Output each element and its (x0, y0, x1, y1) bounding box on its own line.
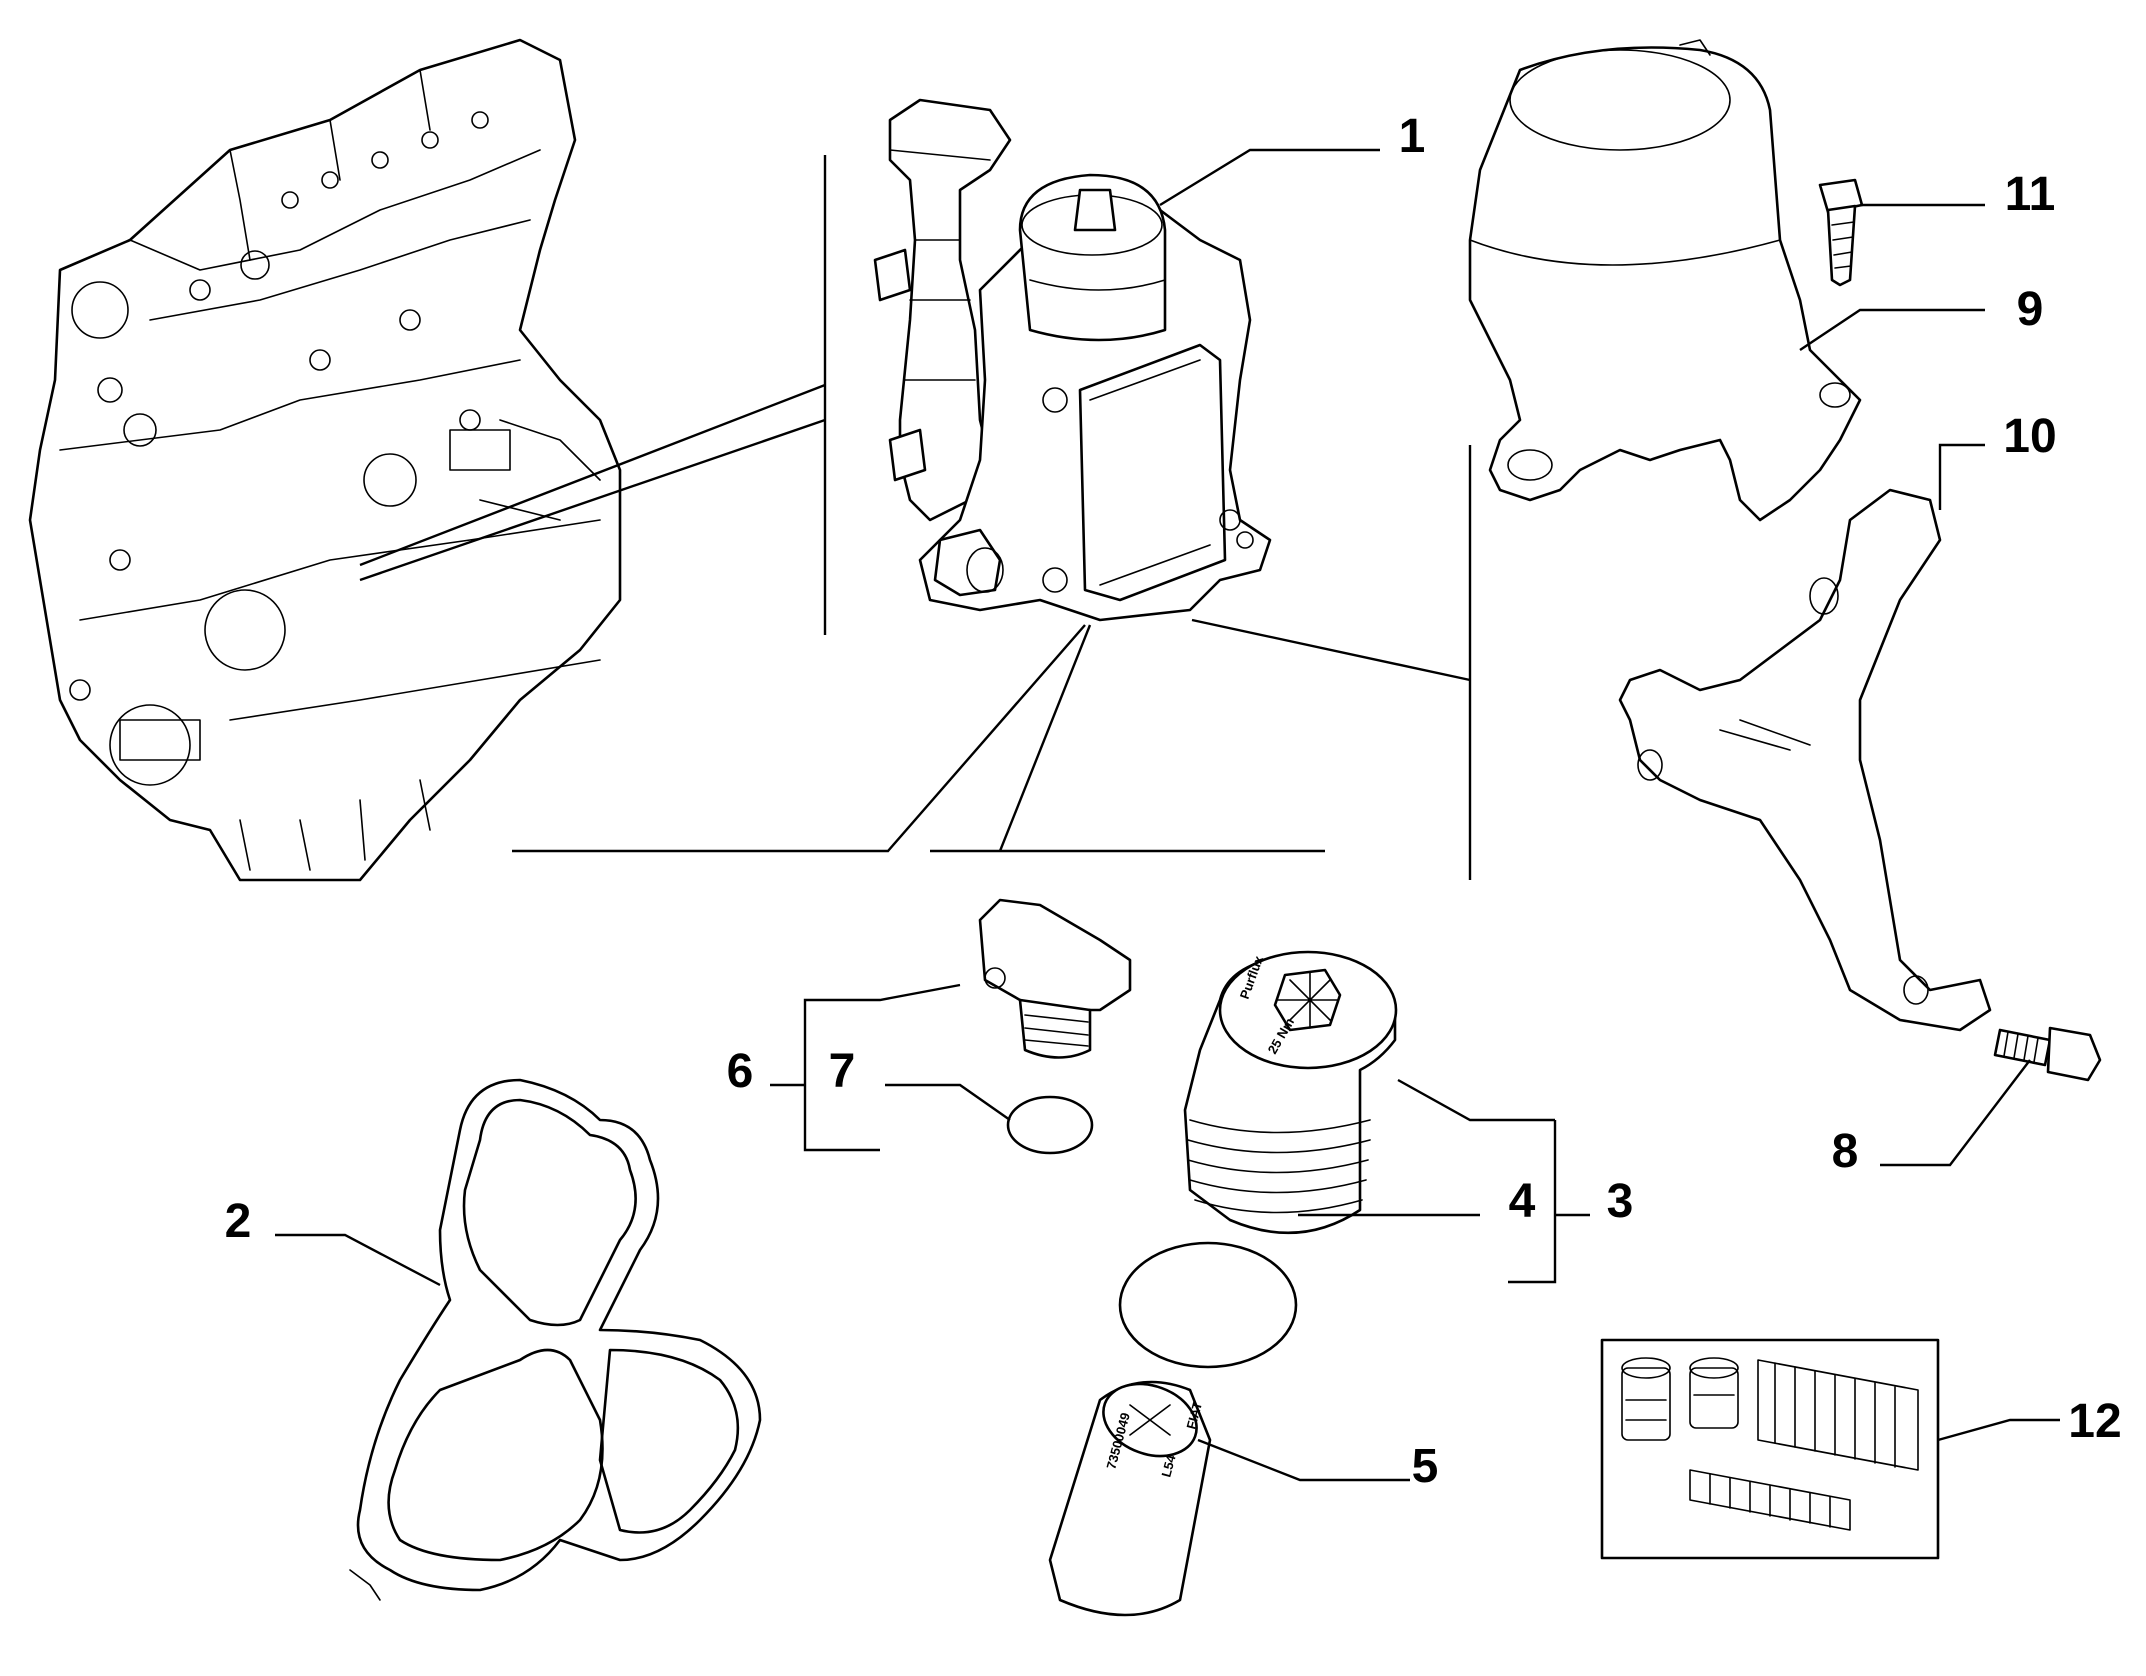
bracket-illustration (1618, 488, 1992, 1032)
callout-12: 12 (2068, 1395, 2121, 1448)
callout-3: 3 (1607, 1175, 1634, 1228)
bolt-8-illustration (1993, 1026, 2102, 1082)
callout-2: 2 (225, 1195, 252, 1248)
callout-1: 1 (1399, 110, 1426, 163)
engine-block-illustration (28, 38, 622, 882)
callout-5: 5 (1412, 1440, 1439, 1493)
bolt-11-illustration (1818, 178, 1864, 287)
filter-element-side-text: L54 (1158, 1453, 1178, 1479)
oil-filter-element-illustration: FIAT 73500049 L54 (1048, 1380, 1212, 1617)
filter-element-brand-text: FIAT (1183, 1400, 1205, 1431)
callout-11: 11 (2005, 168, 2056, 221)
callout-7: 7 (829, 1045, 856, 1098)
callout-6: 6 (727, 1045, 754, 1098)
callout-8: 8 (1832, 1125, 1859, 1178)
heat-shield-illustration (1468, 39, 1862, 522)
callout-9: 9 (2017, 283, 2044, 336)
o-ring-7-illustration (1006, 1095, 1094, 1155)
callout-4: 4 (1509, 1175, 1536, 1228)
callout-labels: 1 2 3 4 5 6 7 8 9 10 11 12 (225, 110, 2122, 1493)
oil-filter-housing-illustration (873, 98, 1272, 622)
oil-filler-cap-illustration (978, 898, 1132, 1059)
leader-lines (275, 148, 2060, 1482)
filter-cap-illustration: Purflux 25 Nm (1183, 950, 1398, 1235)
service-kit-box (1600, 1338, 1940, 1560)
gasket-illustration (349, 1078, 762, 1601)
o-ring-4-illustration (1118, 1241, 1298, 1369)
callout-10: 10 (2003, 410, 2056, 463)
